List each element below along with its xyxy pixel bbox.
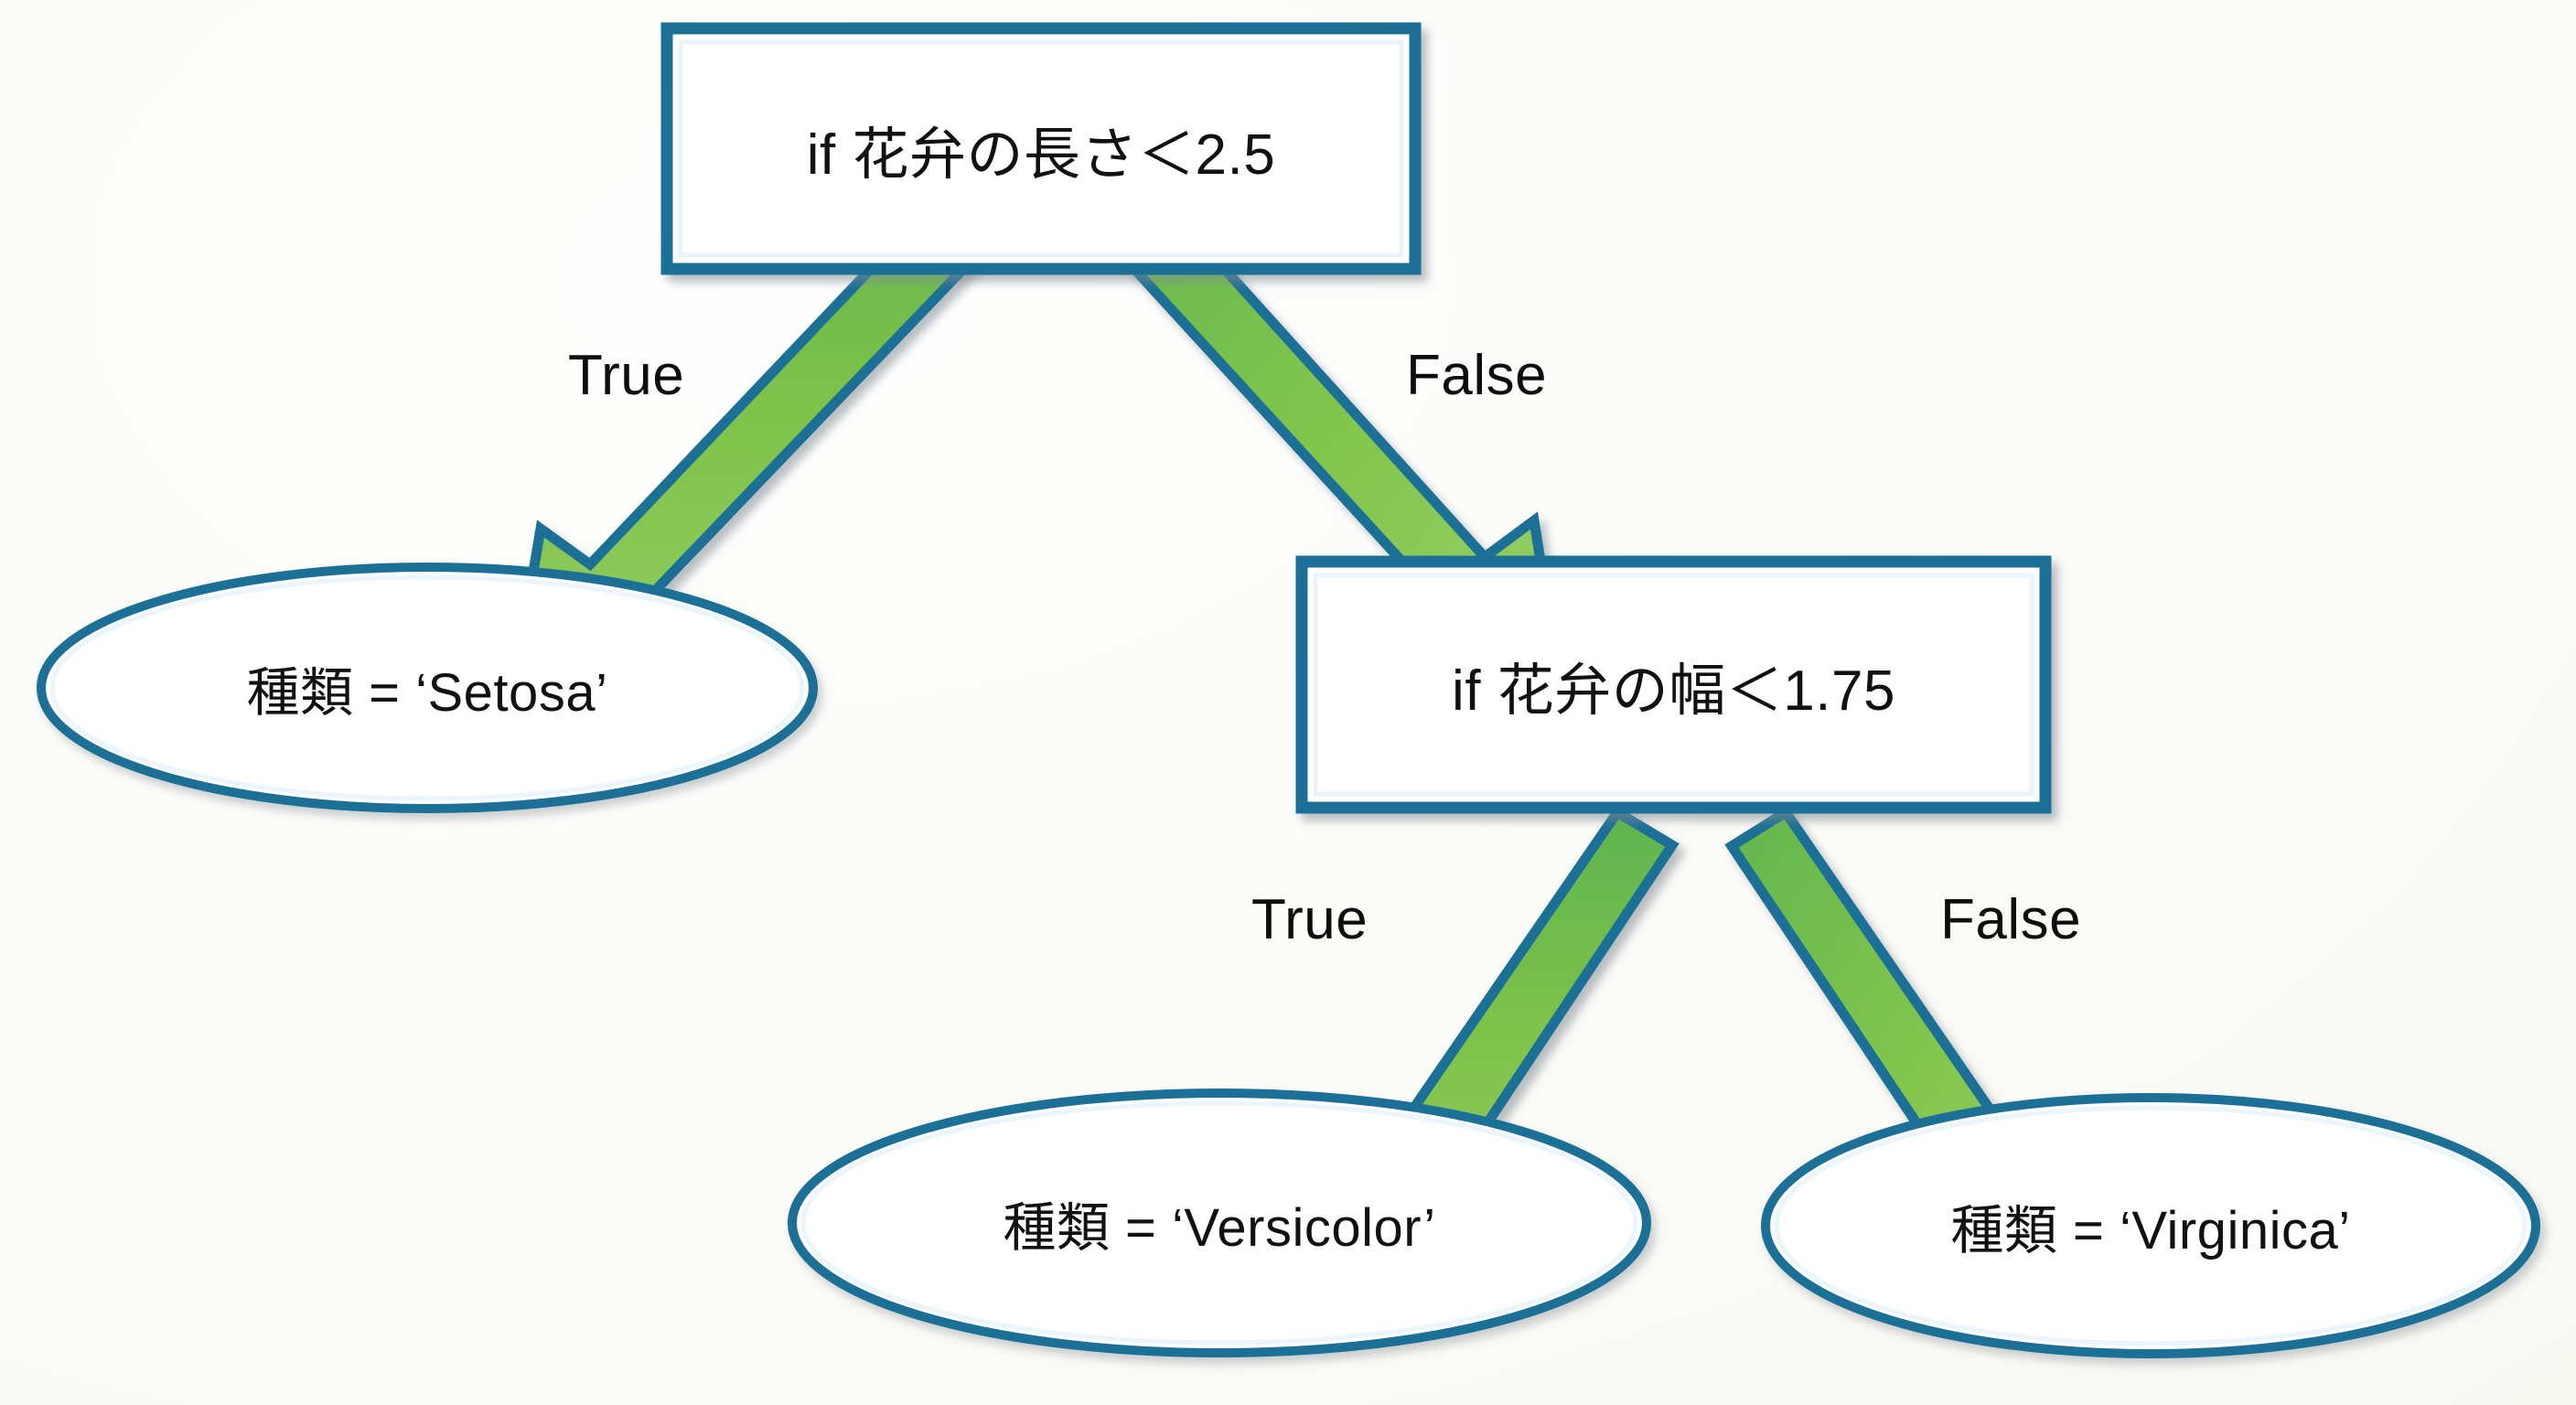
node-decision2-shape[interactable] [1295,555,2052,814]
node-root-shape[interactable] [660,22,1422,275]
node-root-label: if 花弁の長さ＜2.5 [806,123,1276,187]
node-decision2-label: if 花弁の幅＜1.75 [1452,659,1895,723]
node-leaf-setosa-label: 種類 = ‘Setosa’ [246,663,608,723]
edge-label-d2-false: False [1940,888,2082,951]
edge-label-root-false: False [1406,344,1548,407]
node-leaf-versicolor-shape[interactable] [788,1089,1651,1357]
node-leaf-virginica-shape[interactable] [1761,1093,2540,1358]
node-leaf-virginica-label: 種類 = ‘Virginica’ [1950,1201,2351,1260]
edge-label-root-true: True [568,344,685,407]
edge-label-d2-true: True [1251,888,1368,951]
node-leaf-versicolor-label: 種類 = ‘Versicolor’ [1003,1198,1436,1258]
node-leaf-setosa-shape[interactable] [37,563,818,813]
